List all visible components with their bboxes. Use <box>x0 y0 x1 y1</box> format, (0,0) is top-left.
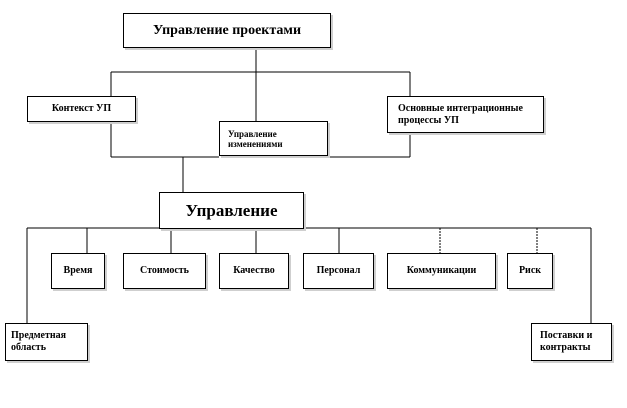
procurement-box: Поставки и контракты <box>531 323 612 361</box>
area-staff-box: Персонал <box>303 253 374 289</box>
area-quality-box: Качество <box>219 253 289 289</box>
area-cost-box: Стоимость <box>123 253 206 289</box>
area-risk-box: Риск <box>507 253 553 289</box>
integration-processes-box: Основные интеграционные процессы УП <box>387 96 544 133</box>
scope-box: Предметная область <box>5 323 88 361</box>
management-box: Управление <box>159 192 304 229</box>
change-management-box: Управление изменениями <box>219 121 328 156</box>
area-communications-box: Коммуникации <box>387 253 496 289</box>
project-management-box: Управление проектами <box>123 13 331 48</box>
context-box: Контекст УП <box>27 96 136 122</box>
area-time-box: Время <box>51 253 105 289</box>
